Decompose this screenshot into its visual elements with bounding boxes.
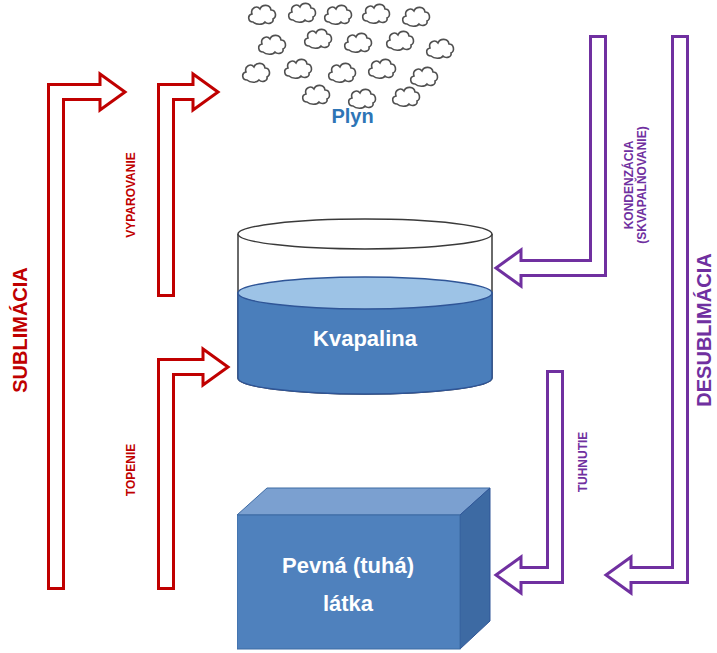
transition-label: TUHNUTIE bbox=[577, 432, 590, 493]
state-label: Kvapalina bbox=[237, 326, 493, 352]
state-label: Pevná (tuhá) látka bbox=[263, 547, 433, 623]
gas-state: Plyn bbox=[240, 0, 465, 132]
transition-arrow bbox=[166, 349, 228, 590]
transition-label: KONDENZÁCIA (SKVAPALŇOVANIE) bbox=[623, 120, 648, 250]
state-label: Plyn bbox=[240, 104, 465, 128]
solid-block: Pevná (tuhá) látka bbox=[237, 487, 491, 650]
transition-arrow bbox=[606, 35, 680, 593]
cylinder-shape bbox=[237, 218, 493, 398]
transition-arrow bbox=[56, 74, 125, 590]
liquid-cylinder: Kvapalina bbox=[237, 218, 493, 398]
transition-label: SUBLIMÁCIA bbox=[10, 267, 31, 393]
transition-label: TOPENIE bbox=[125, 444, 138, 496]
transition-arrow bbox=[166, 74, 218, 297]
transition-label: DESUBLIMÁCIA bbox=[694, 253, 715, 406]
transition-arrow bbox=[496, 370, 555, 593]
transition-arrow bbox=[496, 35, 598, 286]
transition-label: VYPAROVANIE bbox=[125, 152, 138, 238]
